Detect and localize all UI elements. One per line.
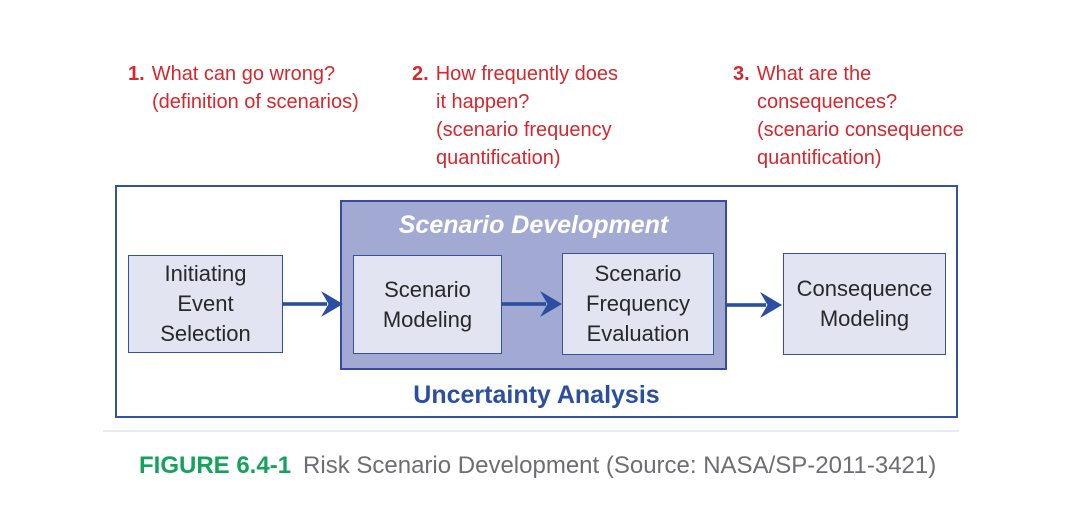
question-3-number: 3.	[733, 63, 750, 85]
question-2-text: How frequently does	[435, 63, 619, 85]
question-3-text: What are the	[756, 63, 872, 85]
initiating-box-line-2: Event	[177, 291, 234, 316]
question-1-text: What can go wrong?	[151, 63, 336, 85]
question-1-line-2: (definition of scenarios)	[152, 91, 359, 113]
scenario-frequency-evaluation-box: Scenario Frequency Evaluation	[562, 253, 714, 355]
consequence-modeling-box: Consequence Modeling	[783, 253, 946, 355]
arrow-modeling-to-frequency	[502, 289, 562, 319]
consequence-line-1: Consequence	[796, 276, 933, 301]
question-2-line-2: it happen?	[436, 91, 530, 113]
question-2-number: 2.	[412, 63, 429, 85]
figure-caption-label: FIGURE 6.4-1	[139, 452, 292, 479]
question-2-continuation: it happen? (scenario frequency quantific…	[412, 88, 618, 172]
question-1-number: 1.	[128, 63, 145, 85]
question-3-line-3: (scenario consequence	[757, 119, 964, 141]
question-1: 1. What can go wrong? (definition of scen…	[128, 60, 359, 116]
scenario-modeling-line-2: Modeling	[382, 306, 473, 332]
right-arrow-icon	[283, 291, 343, 317]
question-1-continuation: (definition of scenarios)	[128, 88, 359, 116]
scenario-modeling-line-1: Scenario	[384, 276, 471, 302]
arrow-initiating-to-modeling	[283, 289, 343, 319]
question-2: 2. How frequently does it happen? (scenar…	[412, 60, 618, 172]
uncertainty-analysis-label: Uncertainty Analysis	[413, 381, 660, 409]
question-3-line-1: 3. What are the	[733, 60, 964, 88]
initiating-event-selection-box: Initiating Event Selection	[128, 255, 283, 353]
right-arrow-icon	[502, 291, 562, 317]
right-arrow-icon	[726, 292, 782, 318]
question-3-continuation: consequences? (scenario consequence quan…	[733, 88, 964, 172]
scenario-frequency-line-2: Frequency	[586, 291, 690, 316]
question-1-line-1: 1. What can go wrong?	[128, 60, 359, 88]
consequence-line-2: Modeling	[819, 306, 910, 331]
question-3-line-2: consequences?	[757, 91, 898, 113]
figure-caption-text: Risk Scenario Development (Source: NASA/…	[303, 452, 937, 479]
scenario-frequency-line-1: Scenario	[594, 261, 682, 286]
figure-bottom-divider	[103, 430, 959, 432]
initiating-box-line-1: Initiating	[164, 261, 247, 286]
arrow-frequency-to-consequence	[726, 290, 782, 320]
question-3: 3. What are the consequences? (scenario c…	[733, 60, 964, 172]
question-2-line-3: (scenario frequency	[436, 119, 612, 141]
question-2-line-4: quantification)	[436, 147, 561, 169]
figure-caption: FIGURE 6.4-1 Risk Scenario Development (S…	[139, 452, 936, 480]
initiating-box-line-3: Selection	[160, 321, 251, 346]
question-2-line-1: 2. How frequently does	[412, 60, 618, 88]
scenario-frequency-line-3: Evaluation	[586, 321, 690, 346]
scenario-modeling-box: Scenario Modeling	[353, 255, 502, 354]
question-3-line-4: quantification)	[757, 147, 882, 169]
scenario-development-title: Scenario Development	[398, 211, 669, 239]
